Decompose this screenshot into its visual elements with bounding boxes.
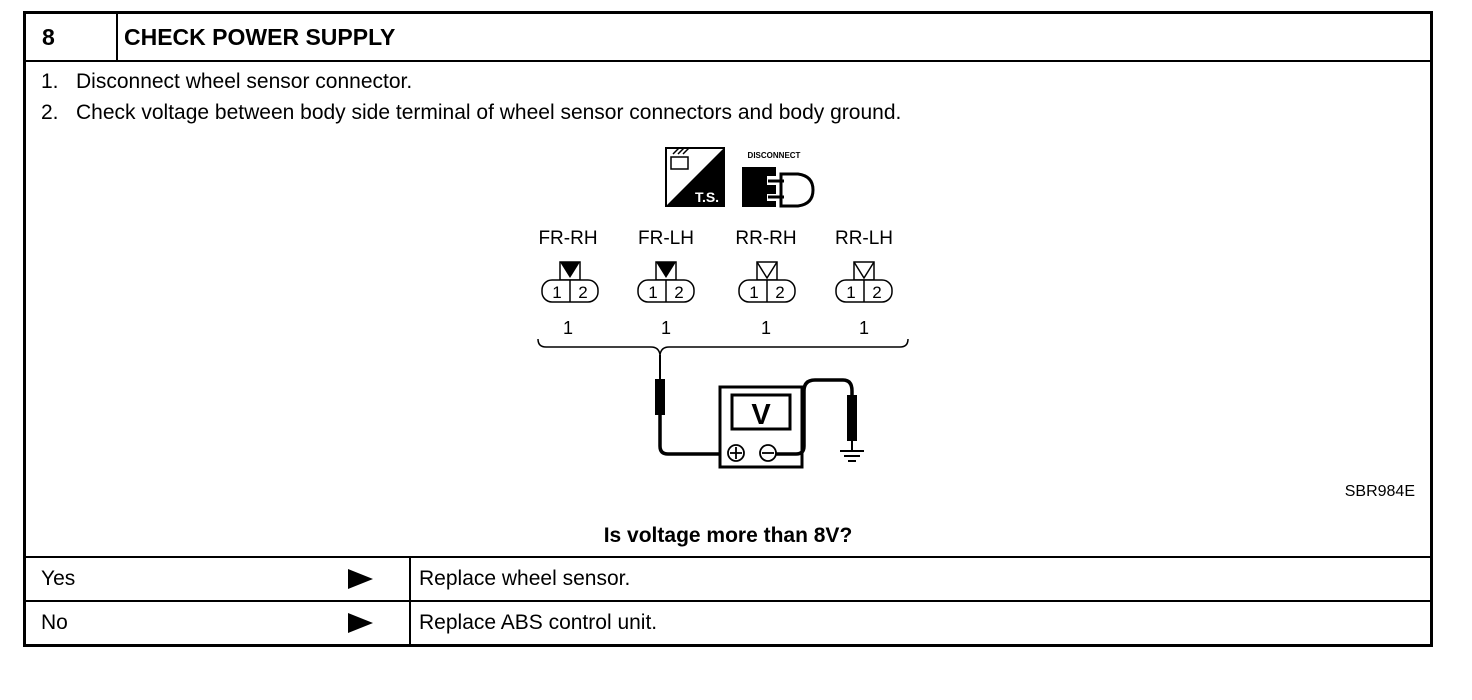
connector-label-rr-lh: RR-LH	[835, 228, 893, 249]
pin-2: 2	[578, 283, 587, 302]
pin-1: 1	[552, 283, 561, 302]
circuit-diagram: T.S. DISCONNECT FR-RH FR-LH RR-RH RR-LH …	[537, 147, 909, 469]
result-condition-no: No	[41, 611, 68, 634]
result-action-no: Replace ABS control unit.	[409, 602, 657, 644]
terminal-fr-lh: 1	[661, 318, 671, 338]
connector-rr-rh: 1 2	[738, 261, 796, 303]
step-1-number: 1.	[41, 70, 59, 93]
step-1-text: Disconnect wheel sensor connector.	[76, 70, 413, 93]
connector-label-fr-lh: FR-LH	[638, 228, 694, 249]
terminal-rr-rh: 1	[761, 318, 771, 338]
result-condition-yes: Yes	[41, 567, 76, 590]
procedure-title: CHECK POWER SUPPLY	[124, 24, 396, 50]
tester-label: T.S.	[695, 189, 719, 205]
tester-icon: T.S.	[665, 147, 725, 207]
step-number: 8	[26, 14, 118, 60]
terminal-rr-lh: 1	[859, 318, 869, 338]
connector-fr-rh: 1 2	[541, 261, 599, 303]
pin-1: 1	[749, 283, 758, 302]
disconnect-icon: DISCONNECT	[742, 151, 815, 208]
figure-id: SBR984E	[1344, 483, 1415, 500]
pin-1: 1	[846, 283, 855, 302]
pin-1: 1	[648, 283, 657, 302]
terminal-fr-rh: 1	[563, 318, 573, 338]
disconnect-label: DISCONNECT	[748, 151, 801, 160]
arrow-right-icon	[348, 613, 373, 633]
connector-fr-lh: 1 2	[637, 261, 695, 303]
voltmeter-icon: V	[718, 385, 804, 469]
terminal-brace	[537, 338, 909, 356]
pin-2: 2	[872, 283, 881, 302]
pin-2: 2	[674, 283, 683, 302]
pin-2: 2	[775, 283, 784, 302]
result-row-yes: Yes Replace wheel sensor.	[26, 556, 1430, 600]
instruction-step-1: 1. Disconnect wheel sensor connector.	[41, 70, 412, 94]
result-action-yes: Replace wheel sensor.	[409, 558, 630, 600]
ground-symbol-icon	[840, 450, 864, 462]
negative-probe	[776, 378, 857, 456]
inspection-procedure-table: 8 CHECK POWER SUPPLY 1. Disconnect wheel …	[23, 11, 1433, 647]
voltmeter-label: V	[751, 399, 771, 431]
arrow-right-icon	[348, 569, 373, 589]
step-2-number: 2.	[41, 101, 59, 124]
step-2-text: Check voltage between body side terminal…	[76, 101, 902, 124]
instruction-step-2: 2. Check voltage between body side termin…	[41, 101, 901, 125]
inspection-question: Is voltage more than 8V?	[603, 524, 853, 547]
connector-label-rr-rh: RR-RH	[735, 228, 796, 249]
connector-label-fr-rh: FR-RH	[538, 228, 597, 249]
positive-probe	[655, 355, 736, 456]
procedure-header: 8 CHECK POWER SUPPLY	[26, 14, 1430, 62]
connector-rr-lh: 1 2	[835, 261, 893, 303]
result-row-no: No Replace ABS control unit.	[26, 600, 1430, 644]
